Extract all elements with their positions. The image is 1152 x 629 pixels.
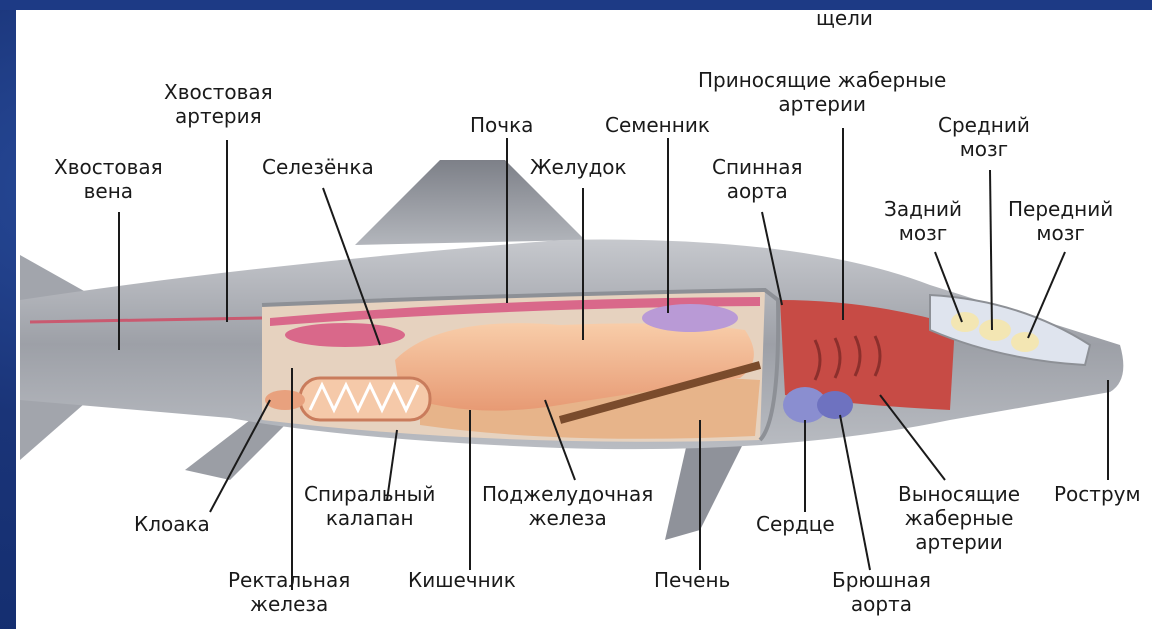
label-line: аорта <box>832 592 931 616</box>
label-heart: Сердце <box>756 512 835 536</box>
midbrain <box>979 319 1011 341</box>
label-line: железа <box>228 592 350 616</box>
label-line: мозг <box>938 137 1030 161</box>
forebrain <box>1011 332 1039 352</box>
label-stomach: Желудок <box>530 155 627 179</box>
testis <box>642 304 738 332</box>
label-line: артерия <box>164 104 273 128</box>
label-line: Брюшная <box>832 568 931 592</box>
label-afferent-arteries: Приносящие жаберные артерии <box>698 68 946 116</box>
label-line: вена <box>54 179 163 203</box>
label-line: Хвостовая <box>164 80 273 104</box>
label-rostrum: Рострум <box>1054 482 1141 506</box>
label-forebrain: Передний мозг <box>1008 197 1113 245</box>
label-midbrain: Средний мозг <box>938 113 1030 161</box>
label-efferent-arteries: Выносящие жаберные артерии <box>898 482 1020 554</box>
label-line: Приносящие жаберные <box>698 68 946 92</box>
label-line: Задний <box>884 197 962 221</box>
label-line: Поджелудочная <box>482 482 653 506</box>
label-line: Передний <box>1008 197 1113 221</box>
label-spleen: Селезёнка <box>262 155 374 179</box>
label-line: артерии <box>898 530 1020 554</box>
label-ventral-aorta: Брюшная аорта <box>832 568 931 616</box>
label-top-cut: щели <box>816 6 873 30</box>
label-testis: Семенник <box>605 113 710 137</box>
rectal-gland <box>265 390 305 410</box>
label-line: жаберные <box>898 506 1020 530</box>
label-cloaca: Клоака <box>134 512 210 536</box>
label-line: Спиральный <box>304 482 435 506</box>
label-line: мозг <box>1008 221 1113 245</box>
label-line: мозг <box>884 221 962 245</box>
label-line: артерии <box>698 92 946 116</box>
hindbrain <box>951 312 979 332</box>
label-caudal-vein: Хвостовая вена <box>54 155 163 203</box>
label-line: Ректальная <box>228 568 350 592</box>
label-caudal-artery: Хвостовая артерия <box>164 80 273 128</box>
label-liver: Печень <box>654 568 730 592</box>
label-line: Средний <box>938 113 1030 137</box>
label-rectal-gland: Ректальная железа <box>228 568 350 616</box>
label-spiral-valve: Спиральный калапан <box>304 482 435 530</box>
label-kidney: Почка <box>470 113 533 137</box>
label-line: Хвостовая <box>54 155 163 179</box>
label-pancreas: Поджелудочная железа <box>482 482 653 530</box>
label-dorsal-aorta: Спинная аорта <box>712 155 802 203</box>
label-line: железа <box>482 506 653 530</box>
label-line: аорта <box>712 179 802 203</box>
label-line: калапан <box>304 506 435 530</box>
label-intestine: Кишечник <box>408 568 516 592</box>
pelvic-fin <box>185 420 290 480</box>
label-hindbrain: Задний мозг <box>884 197 962 245</box>
spleen <box>285 323 405 347</box>
label-line: Выносящие <box>898 482 1020 506</box>
heart-atrium <box>817 391 853 419</box>
label-line: Спинная <box>712 155 802 179</box>
